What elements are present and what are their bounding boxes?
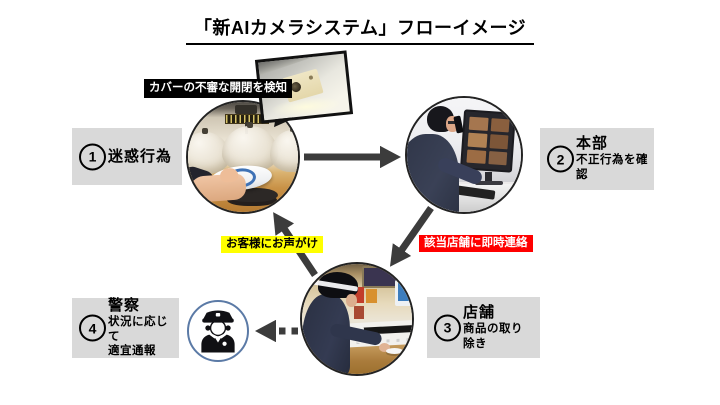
step4-number-badge: 4 [79, 314, 106, 342]
store-window-shape [362, 266, 398, 288]
step3-number-badge: 3 [434, 314, 461, 341]
step4-sublabel-line1: 状況に応じて [108, 315, 168, 343]
camera-feed-thumbnail [489, 134, 509, 150]
light-glow-shape [270, 94, 342, 120]
step2-label: 本部 [576, 135, 609, 153]
customer-hand-shape [189, 173, 247, 203]
camera-feed-monitor [459, 109, 517, 173]
step4-sublabel-line2: 適宜通報 [108, 345, 156, 358]
store-staff-hand-shape [379, 343, 390, 352]
camera-feed-thumbnail [490, 118, 510, 133]
step2-box: 2 本部 不正行為を確認 [540, 128, 654, 190]
step3-sublabel: 商品の取り除き [463, 322, 523, 350]
step4-label: 警察 [108, 296, 141, 314]
step2-number-badge: 2 [547, 145, 574, 173]
police-icon-circle [187, 300, 249, 362]
step1-box: 1 迷惑行為 [72, 128, 182, 185]
monitor-stand-shape [485, 172, 492, 182]
page-title: 「新AIカメラシステム」フローイメージ [185, 14, 535, 45]
detect-callout: カバーの不審な開閉を検知 [144, 79, 292, 98]
removed-dish-shape [386, 348, 403, 354]
step2-photo [405, 96, 523, 214]
menu-poster-shape [354, 306, 364, 319]
step1-label: 迷惑行為 [108, 147, 173, 165]
step1-number-badge: 1 [79, 143, 106, 170]
order-screen-shape [395, 280, 412, 306]
step2-sublabel: 不正行為を確認 [576, 154, 648, 181]
menu-poster-shape [366, 289, 377, 303]
step3-photo [300, 262, 414, 376]
plate-cover-dome [222, 126, 278, 172]
title-row: 「新AIカメラシステム」フローイメージ [0, 14, 720, 45]
store-contact-callout: 該当店舗に即時連絡 [419, 235, 533, 252]
step4-box: 4 警察 状況に応じて 適宜通報 [72, 296, 179, 358]
step3-box: 3 店舗 商品の取り除き [427, 297, 540, 358]
camera-feed-thumbnail [467, 132, 487, 148]
store-staff-face-shape [346, 294, 357, 307]
mouse-shape [503, 197, 512, 203]
lane-camera-shape [235, 105, 257, 114]
step3-label: 店舗 [463, 303, 496, 321]
police-officer-icon [201, 310, 235, 352]
customer-notice-callout: お客様にお声がけ [221, 236, 323, 253]
camera-feed-thumbnail [487, 150, 508, 166]
monitor-base-shape [475, 181, 503, 185]
step1-photo [186, 100, 300, 214]
camera-feed-thumbnail [466, 149, 486, 164]
camera-feed-thumbnail [468, 116, 489, 132]
